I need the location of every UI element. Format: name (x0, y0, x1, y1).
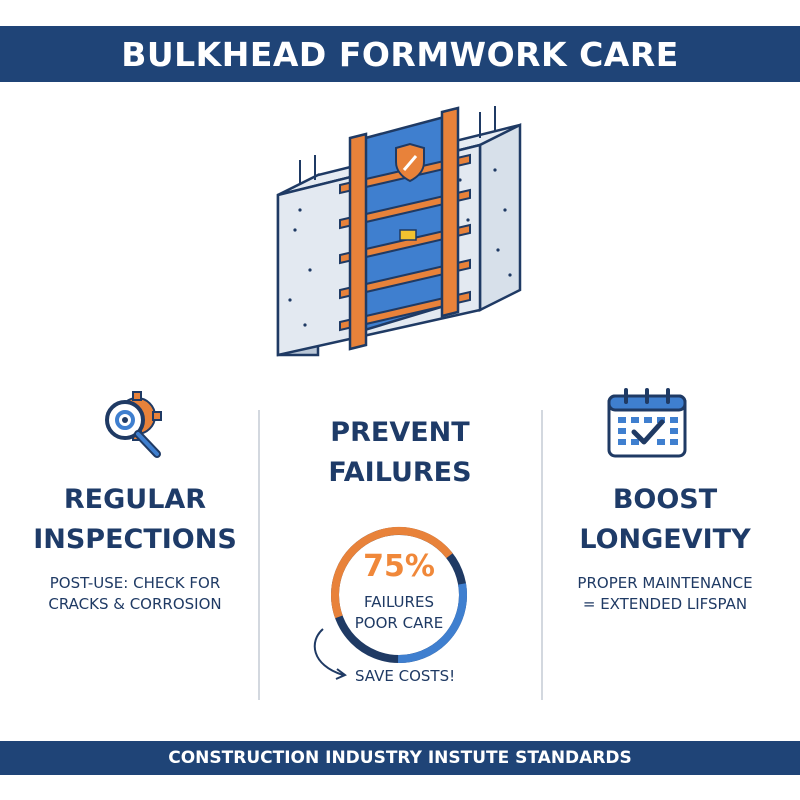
bulkhead-formwork-illustration (276, 106, 522, 357)
footer-banner: CONSTRUCTION INDUSTRY INSTUTE STANDARDS (0, 741, 800, 775)
inspections-column: REGULAR INSPECTIONS POST-USE: CHECK FOR … (15, 0, 255, 800)
longevity-column: BOOST LONGEVITY PROPER MAINTENANCE = EXT… (545, 0, 785, 800)
failure-stat-line2: POOR CARE (354, 614, 444, 632)
curved-arrow-icon (313, 628, 347, 680)
failure-stat: 75% FAILURES POOR CARE (327, 523, 471, 667)
inspections-description: POST-USE: CHECK FOR CRACKS & CORROSION (48, 574, 222, 613)
inspections-heading: REGULAR INSPECTIONS (33, 484, 237, 555)
failures-heading: PREVENT FAILURES (328, 417, 472, 488)
title-banner: BULKHEAD FORMWORK CARE (0, 26, 800, 82)
failure-stat-line1: FAILURES (364, 593, 434, 611)
magnifier-gear-icon (95, 388, 175, 472)
failure-percentage: 75% (363, 549, 435, 584)
column-divider-right (541, 410, 543, 700)
calendar-check-icon (607, 388, 687, 458)
save-costs-callout: SAVE COSTS! (355, 667, 456, 685)
page-title: BULKHEAD FORMWORK CARE (121, 34, 679, 74)
failure-percentage-ring (331, 527, 467, 663)
footer-text: CONSTRUCTION INDUSTRY INSTUTE STANDARDS (168, 748, 632, 768)
failure-percentage-arc (331, 527, 467, 663)
longevity-description: PROPER MAINTENANCE = EXTENDED LIFSPAN (577, 574, 753, 613)
failure-remaining-arc (331, 527, 467, 663)
longevity-heading: BOOST LONGEVITY (579, 484, 751, 555)
column-divider-left (258, 410, 260, 700)
